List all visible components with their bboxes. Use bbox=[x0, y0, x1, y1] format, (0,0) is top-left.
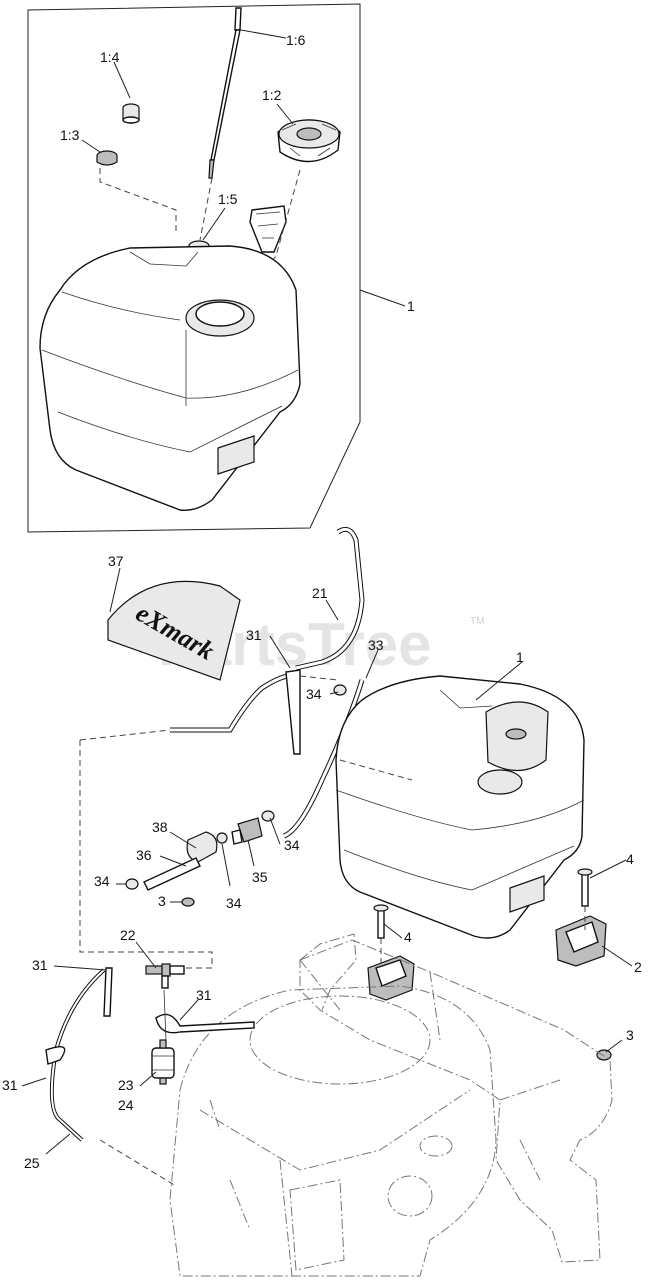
label-36: 36 bbox=[136, 847, 152, 863]
engine bbox=[169, 985, 497, 1277]
strainer bbox=[249, 205, 287, 253]
clamp-34-b bbox=[261, 810, 275, 822]
label-1-tank: 1 bbox=[516, 649, 524, 665]
label-25: 25 bbox=[24, 1155, 40, 1171]
dash-routing-filter bbox=[99, 1139, 177, 1187]
label-31-d: 31 bbox=[2, 1077, 18, 1093]
tee-fitting-22 bbox=[145, 963, 185, 989]
chassis-bracket bbox=[299, 933, 357, 1011]
tie-strap-31-top bbox=[285, 669, 301, 755]
label-2: 2 bbox=[634, 959, 642, 975]
label-1-3: 1:3 bbox=[60, 127, 80, 143]
fuel-filter-23 bbox=[151, 1039, 175, 1085]
label-22: 22 bbox=[120, 927, 136, 943]
dipstick bbox=[208, 7, 242, 179]
tube-36 bbox=[143, 857, 201, 891]
dash-grommet bbox=[99, 168, 177, 232]
label-23: 23 bbox=[118, 1077, 134, 1093]
label-31-a: 31 bbox=[246, 627, 262, 643]
nut-3-b bbox=[596, 1049, 612, 1061]
label-31-b: 31 bbox=[32, 957, 48, 973]
dash-routing-main bbox=[79, 740, 213, 969]
label-34-c: 34 bbox=[94, 873, 110, 889]
fuel-cap-1-2 bbox=[277, 119, 341, 163]
vent-hose-21-core bbox=[295, 527, 364, 670]
clamp-34-a bbox=[333, 684, 347, 696]
dash-routing-tank bbox=[299, 675, 413, 781]
label-1-kit: 1 bbox=[407, 298, 415, 314]
fuel-tank-kit bbox=[39, 245, 301, 511]
fuel-tank-main bbox=[335, 675, 585, 939]
label-34-d: 34 bbox=[226, 895, 242, 911]
label-1-5: 1:5 bbox=[218, 191, 238, 207]
hose-segment bbox=[163, 989, 167, 1041]
label-1-2: 1:2 bbox=[262, 87, 282, 103]
bolt-4-left bbox=[373, 904, 389, 939]
chassis-frame bbox=[299, 939, 613, 1263]
label-34-a: 34 bbox=[306, 686, 322, 702]
label-24: 24 bbox=[118, 1097, 134, 1113]
label-38: 38 bbox=[152, 819, 168, 835]
pad-2-right bbox=[555, 915, 607, 967]
fuel-line-upper-core bbox=[170, 673, 301, 732]
grommet-1-4 bbox=[122, 103, 140, 124]
tie-strap-31-left bbox=[103, 967, 113, 1017]
clamp-34-c bbox=[216, 832, 228, 844]
decal-37: eXmark bbox=[107, 580, 241, 681]
tie-strap-31-vert bbox=[45, 1046, 66, 1065]
tie-strap-31-mid bbox=[155, 1013, 255, 1034]
leader-lines bbox=[21, 29, 633, 1155]
dash-dipstick bbox=[199, 177, 213, 241]
label-3-a: 3 bbox=[158, 893, 166, 909]
label-4-a: 4 bbox=[626, 851, 634, 867]
label-1-4: 1:4 bbox=[100, 49, 120, 65]
nut-3-a bbox=[181, 897, 195, 907]
label-3-b: 3 bbox=[626, 1027, 634, 1043]
chassis-frame-inner bbox=[299, 959, 561, 1181]
clamp-34-d bbox=[125, 878, 139, 890]
label-33: 33 bbox=[368, 637, 384, 653]
kit-boundary bbox=[27, 3, 361, 533]
grommet-1-3 bbox=[96, 150, 118, 166]
hose-33-core bbox=[283, 679, 364, 838]
label-31-c: 31 bbox=[196, 987, 212, 1003]
valve-35 bbox=[231, 817, 263, 845]
label-4-b: 4 bbox=[404, 929, 412, 945]
bolt-4-right bbox=[577, 868, 593, 907]
label-1-6: 1:6 bbox=[286, 32, 306, 48]
label-37: 37 bbox=[108, 553, 124, 569]
watermark-tm: TM bbox=[470, 616, 484, 627]
dash-routing-top bbox=[79, 729, 171, 741]
label-21: 21 bbox=[312, 585, 328, 601]
callout-labels: 1:6 1:4 1:2 1:3 1:5 1 37 21 31 33 1 34 3… bbox=[2, 32, 642, 1171]
pad-2-left bbox=[367, 955, 415, 1001]
bracket-38 bbox=[186, 831, 218, 863]
label-35: 35 bbox=[252, 869, 268, 885]
label-34-b: 34 bbox=[284, 837, 300, 853]
